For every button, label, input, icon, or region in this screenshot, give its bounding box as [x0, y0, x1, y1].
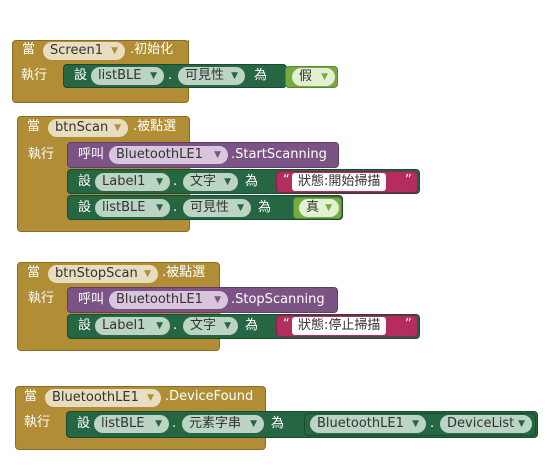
logic-dropdown-true[interactable]: 真▼	[299, 199, 339, 217]
event-name: .被點選	[162, 265, 206, 280]
when-label: 當	[22, 42, 36, 57]
property-dropdown-text[interactable]: 文字▼	[183, 173, 238, 191]
set-label: 設	[74, 68, 88, 83]
property-dropdown-visible[interactable]: 可見性▼	[178, 67, 245, 85]
component-dropdown-bluetoothle1[interactable]: BluetoothLE1▼	[45, 389, 161, 407]
event-name: .DeviceFound	[165, 389, 254, 404]
component-dropdown-bluetoothle1[interactable]: BluetoothLE1▼	[109, 291, 228, 309]
property-dropdown-devicelist[interactable]: DeviceList▼	[440, 415, 532, 433]
chevron-down-icon: ▼	[150, 71, 157, 81]
event-name: .初始化	[130, 42, 174, 57]
do-label: 執行	[24, 415, 51, 430]
component-dropdown-btnstopscan[interactable]: btnStopScan▼	[48, 265, 158, 283]
chevron-down-icon: ▼	[214, 295, 221, 305]
to-label: 為	[271, 416, 285, 431]
chevron-down-icon: ▼	[156, 203, 163, 213]
set-label: 設	[78, 174, 92, 189]
logic-dropdown-false[interactable]: 假▼	[292, 68, 335, 86]
component-dropdown-bluetoothle1-getter[interactable]: BluetoothLE1▼	[310, 415, 426, 433]
do-label: 執行	[28, 147, 55, 162]
chevron-down-icon: ▼	[114, 123, 121, 133]
chevron-down-icon: ▼	[325, 203, 332, 213]
chevron-down-icon: ▼	[144, 269, 151, 279]
component-dropdown-bluetoothle1[interactable]: BluetoothLE1▼	[109, 146, 228, 164]
text-literal-status-stop[interactable]: 狀態:停止掃描	[292, 317, 387, 335]
call-label: 呼叫	[78, 147, 105, 162]
chevron-down-icon: ▼	[250, 419, 257, 429]
component-dropdown-listble[interactable]: listBLE▼	[94, 415, 169, 433]
property-dropdown-text[interactable]: 文字▼	[183, 317, 238, 335]
method-name: .StopScanning	[231, 292, 325, 307]
to-label: 為	[245, 174, 259, 189]
component-dropdown-label1[interactable]: Label1▼	[95, 317, 170, 335]
chevron-down-icon: ▼	[237, 203, 244, 213]
quote-close: ”	[405, 317, 412, 332]
quote-close: ”	[405, 173, 412, 188]
when-label: 當	[27, 265, 41, 280]
chevron-down-icon: ▼	[412, 419, 419, 429]
chevron-down-icon: ▼	[214, 150, 221, 160]
dot-label: .	[172, 416, 177, 431]
dot-label: .	[173, 318, 178, 333]
component-dropdown-listble[interactable]: listBLE▼	[91, 67, 164, 85]
when-label: 當	[24, 389, 38, 404]
chevron-down-icon: ▼	[231, 71, 238, 81]
property-dropdown-visible[interactable]: 可見性▼	[183, 199, 251, 217]
to-label: 為	[254, 68, 268, 83]
component-dropdown-label1[interactable]: Label1▼	[95, 173, 170, 191]
component-dropdown-btnscan[interactable]: btnScan▼	[48, 119, 128, 137]
chevron-down-icon: ▼	[321, 72, 328, 82]
when-label: 當	[27, 119, 41, 134]
chevron-down-icon: ▼	[156, 177, 163, 187]
dot-label: .	[430, 416, 435, 431]
set-label: 設	[78, 200, 92, 215]
set-label: 設	[78, 318, 92, 333]
call-label: 呼叫	[78, 292, 105, 307]
text-literal-status-start[interactable]: 狀態:開始掃描	[292, 173, 387, 191]
event-block-header	[188, 40, 189, 62]
component-dropdown-listble[interactable]: listBLE▼	[95, 199, 170, 217]
quote-open: “	[283, 173, 290, 188]
to-label: 為	[245, 318, 259, 333]
dot-label: .	[168, 68, 173, 83]
dot-label: .	[173, 174, 178, 189]
quote-open: “	[283, 317, 290, 332]
do-label: 執行	[21, 68, 48, 83]
chevron-down-icon: ▼	[155, 419, 162, 429]
set-label: 設	[77, 416, 91, 431]
method-name: .StartScanning	[231, 147, 327, 162]
dot-label: .	[173, 200, 178, 215]
event-name: .被點選	[133, 119, 177, 134]
chevron-down-icon: ▼	[156, 321, 163, 331]
component-dropdown-screen1[interactable]: Screen1▼	[43, 42, 125, 60]
chevron-down-icon: ▼	[224, 321, 231, 331]
chevron-down-icon: ▼	[147, 393, 154, 403]
chevron-down-icon: ▼	[224, 177, 231, 187]
to-label: 為	[258, 200, 272, 215]
chevron-down-icon: ▼	[518, 419, 525, 429]
property-dropdown-elementsfromstring[interactable]: 元素字串▼	[182, 415, 264, 433]
chevron-down-icon: ▼	[111, 46, 118, 56]
do-label: 執行	[28, 291, 55, 306]
